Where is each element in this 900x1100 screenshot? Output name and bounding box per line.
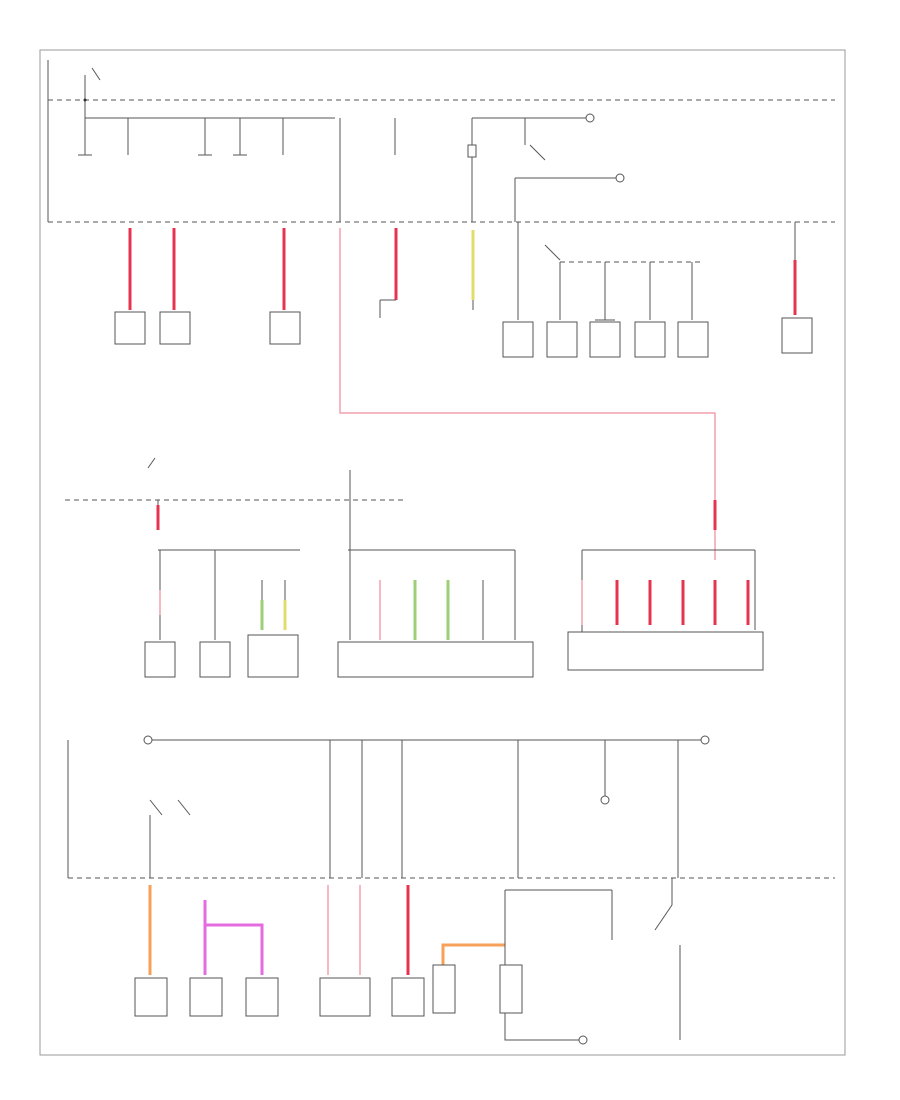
component-box <box>677 321 709 358</box>
component-box <box>499 964 523 1014</box>
middle-components <box>144 631 764 678</box>
bottom-fuse-block <box>67 735 835 879</box>
bottom-wires <box>148 878 681 1041</box>
component-box <box>269 311 301 345</box>
middle-fuse-block <box>65 457 756 640</box>
component-box <box>189 977 223 1017</box>
top-components <box>114 311 813 358</box>
component-box <box>134 977 168 1017</box>
component-box <box>144 641 176 678</box>
component-box <box>391 977 425 1017</box>
component-box <box>634 321 666 358</box>
component-box <box>432 964 456 1014</box>
component-box <box>781 317 813 354</box>
component-box <box>159 311 191 345</box>
diagram-frame <box>39 49 846 1056</box>
middle-wires <box>156 500 750 640</box>
component-box <box>319 977 371 1017</box>
component-box <box>337 641 534 678</box>
component-box <box>247 634 299 678</box>
component-box <box>567 631 764 671</box>
bottom-components <box>134 964 588 1045</box>
component-box <box>546 321 578 358</box>
top-wires <box>128 222 797 560</box>
component-box <box>114 311 146 345</box>
top-fuse-block <box>47 60 835 321</box>
component-box <box>589 321 621 358</box>
fuse-symbol <box>467 144 477 158</box>
component-box <box>245 977 279 1017</box>
component-box <box>199 641 231 678</box>
component-box <box>502 321 534 358</box>
